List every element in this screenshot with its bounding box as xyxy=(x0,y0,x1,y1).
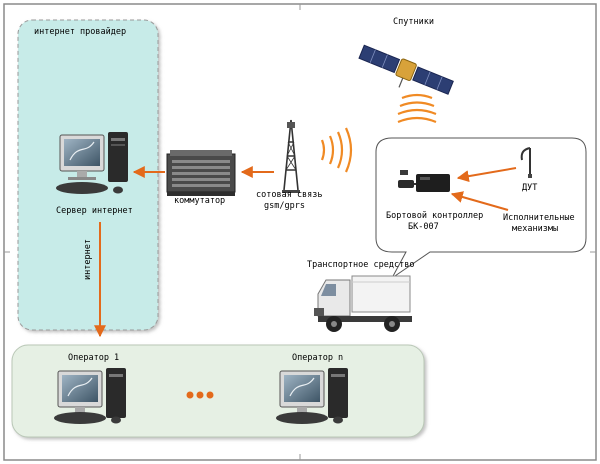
frame-tick-marks xyxy=(4,4,596,460)
satellite-icon xyxy=(358,44,454,95)
satellites-label: Спутники xyxy=(393,17,434,27)
server-computer-icon xyxy=(56,132,128,194)
controller-label-line2: БК-007 xyxy=(408,222,439,232)
controller-label-line1: Бортовой контроллер xyxy=(386,211,483,221)
isp-label: интернет провайдер xyxy=(34,27,126,37)
operator-1-label: Оператор 1 xyxy=(68,353,119,363)
isp-region: интернет провайдер xyxy=(17,19,159,331)
cell-tower-icon xyxy=(282,119,300,193)
cellular-label-line2: gsm/gprs xyxy=(264,201,305,211)
switch-icon xyxy=(166,150,236,196)
vehicle-equipment-callout xyxy=(375,137,587,279)
server-label: Сервер интернет xyxy=(56,206,133,216)
cellular-label-line1: сотовая связь xyxy=(256,190,323,200)
ellipsis-dots xyxy=(186,391,214,399)
connection-arrows xyxy=(94,166,517,338)
fuel-sensor-icon xyxy=(520,147,532,178)
fuel-sensor-label: ДУТ xyxy=(522,183,537,193)
controller-icon xyxy=(398,170,450,192)
operator-1-computer-icon xyxy=(54,368,126,424)
arrow-actuators-to-controller xyxy=(450,191,509,211)
operator-n-computer-icon xyxy=(276,368,348,424)
switch-label: коммутатор xyxy=(174,196,225,206)
actuators-label-line1: Исполнительные xyxy=(503,213,575,223)
tower-signal-waves xyxy=(320,127,353,173)
operator-n-label: Оператор n xyxy=(292,353,343,363)
arrow-fuel-sensor-to-controller xyxy=(456,167,517,183)
internet-vertical-label: интернет xyxy=(83,239,93,280)
actuators-label-line2: механизмы xyxy=(512,224,558,234)
truck-icon xyxy=(314,275,412,332)
satellite-signal-waves xyxy=(397,93,437,124)
vehicle-label: Транспортное средство xyxy=(307,260,414,270)
